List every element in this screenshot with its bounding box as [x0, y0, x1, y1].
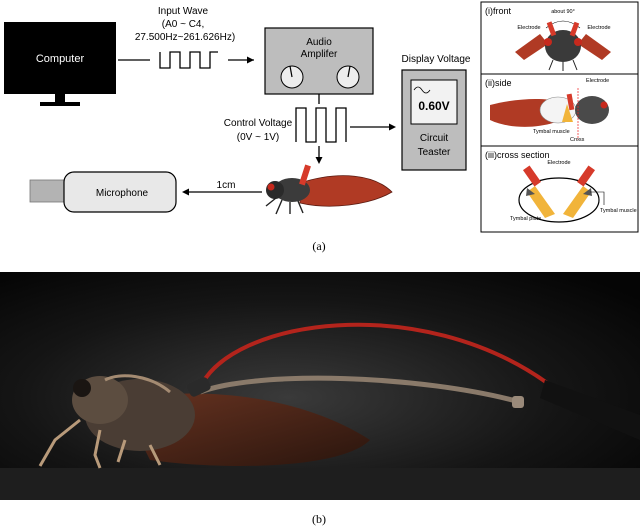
- cicada-illustration: [265, 164, 393, 215]
- input-square-wave-icon: [159, 51, 218, 69]
- circuit-tester: 0.60V Circuit Teaster: [401, 69, 467, 171]
- sine-wave-icon: [413, 86, 431, 94]
- computer-monitor: Computer: [4, 22, 116, 106]
- microphone: Microphone: [29, 171, 177, 213]
- control-square-wave-icon: [295, 107, 347, 143]
- control-voltage-range: (0V ~ 1V): [237, 132, 280, 143]
- amplifier-label-line2: Amplifer: [301, 49, 338, 60]
- angle-label: about 90°: [551, 9, 575, 15]
- distance-label: 1cm: [217, 180, 236, 191]
- electrode-icon: [299, 164, 311, 186]
- cross-tymbal-muscle-label: Tymbal muscle: [600, 208, 637, 214]
- caption-b: (b): [312, 512, 326, 526]
- front-electrode-right-label: Electrode: [587, 25, 610, 31]
- panel-cross-section-title: (iii)cross section: [485, 150, 550, 160]
- input-wave-range: (A0 ~ C4,: [162, 19, 205, 30]
- cross-electrode-label: Electrode: [547, 160, 570, 166]
- audio-amplifier: Audio Amplifer: [264, 27, 374, 95]
- tester-reading: 0.60V: [418, 99, 449, 113]
- display-voltage-label: Display Voltage: [402, 54, 471, 65]
- computer-label: Computer: [36, 53, 85, 65]
- tester-label-line1: Circuit: [420, 133, 449, 144]
- panel-side-title: (ii)side: [485, 78, 512, 88]
- input-wave-frequency: 27.500Hz~261.626Hz): [135, 32, 235, 43]
- control-voltage-title: Control Voltage: [224, 118, 293, 129]
- side-tymbal-muscle-label: Tymbal muscle: [533, 129, 570, 135]
- panel-front-title: (i)front: [485, 6, 512, 16]
- input-wave-title: Input Wave: [158, 6, 209, 17]
- side-cross-label: Cross: [570, 137, 585, 143]
- side-electrode-label: Electrode: [586, 78, 609, 84]
- front-electrode-left-label: Electrode: [517, 25, 540, 31]
- cross-tymbal-plate-label: Tymbal plate: [510, 216, 541, 222]
- amplifier-label-line1: Audio: [306, 37, 332, 48]
- panel-cross-section: (iii)cross section Electrode Tymbal musc…: [480, 145, 639, 233]
- microphone-label: Microphone: [96, 188, 149, 199]
- cicada-photo: [0, 272, 640, 500]
- panel-side: (ii)side Electrode Tymbal muscle Cross: [480, 73, 639, 147]
- panel-front: (i)front about 90° Electrode Electrode: [480, 1, 639, 75]
- tester-label-line2: Teaster: [418, 147, 451, 158]
- caption-a: (a): [312, 239, 325, 253]
